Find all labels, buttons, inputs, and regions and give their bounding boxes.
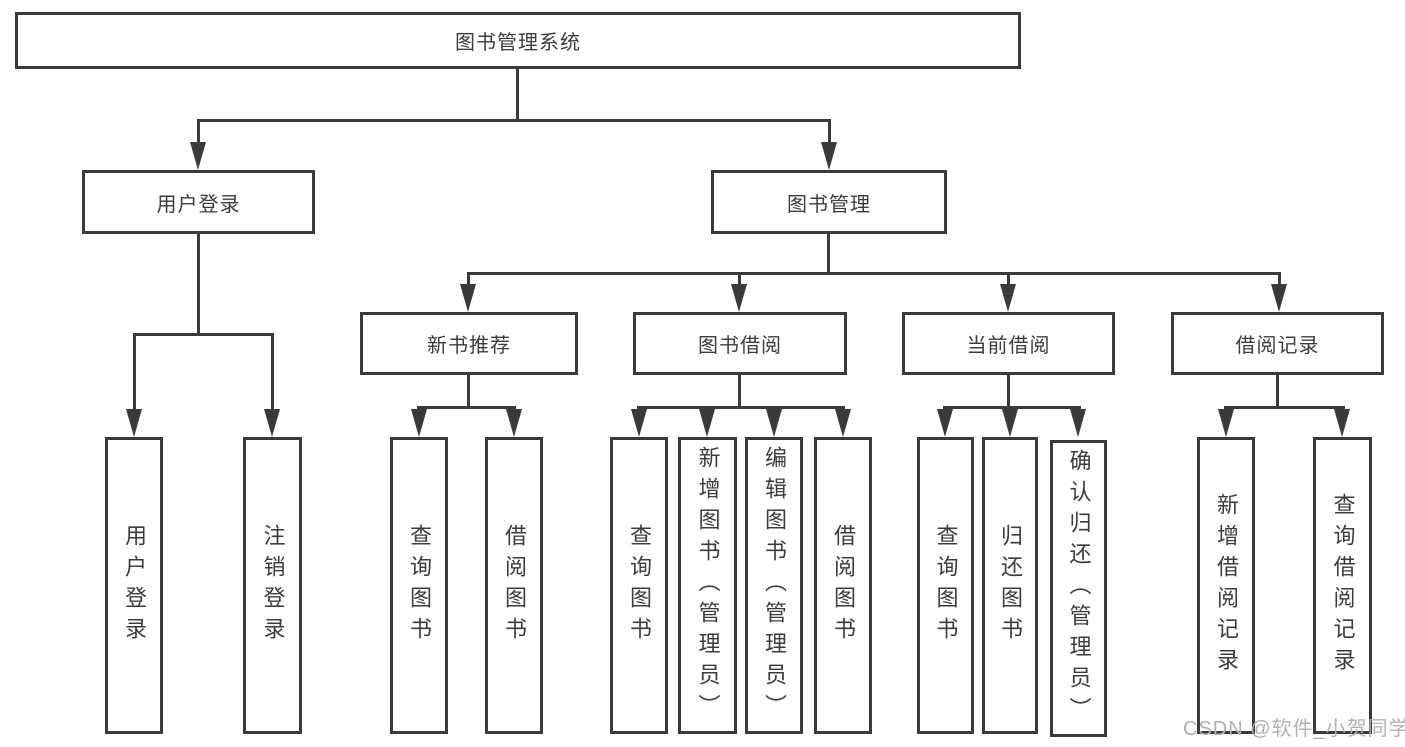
- connector-book-mgmt-horizontal: [467, 272, 1281, 275]
- leaf-label: 查询图书: [627, 523, 652, 648]
- node-label: 图书借阅: [698, 335, 782, 357]
- connector-vertical: [1276, 375, 1279, 408]
- leaf-label: 用户登录: [122, 523, 147, 648]
- leaf-label: 归还图书: [998, 523, 1023, 648]
- node-current-borrow: 当前借阅: [902, 312, 1115, 375]
- arrowhead: [766, 409, 782, 437]
- arrowhead: [1271, 284, 1287, 312]
- arrowhead: [937, 409, 953, 437]
- leaf-query-books-current: 查询图书: [917, 437, 974, 734]
- leaf-borrow-books-recommend: 借阅图书: [485, 437, 543, 734]
- connector-stub: [467, 272, 470, 288]
- leaf-logout: 注销登录: [243, 437, 302, 734]
- connector-root-vertical: [516, 68, 519, 121]
- node-new-book-recommend: 新书推荐: [360, 312, 578, 375]
- connector-horizontal: [943, 406, 1081, 409]
- node-label: 图书管理: [787, 193, 871, 216]
- leaf-return-book: 归还图书: [982, 437, 1038, 734]
- node-label: 借阅记录: [1235, 335, 1320, 357]
- node-label: 当前借阅: [966, 335, 1051, 357]
- arrowhead: [1334, 409, 1350, 437]
- leaf-label: 注销登录: [260, 523, 286, 648]
- arrowhead: [126, 409, 142, 437]
- connector-root-horizontal: [197, 119, 831, 122]
- connector-stub: [738, 272, 741, 288]
- arrowhead: [411, 409, 427, 437]
- connector-stub: [828, 119, 831, 146]
- node-root-library-system: 图书管理系统: [15, 12, 1021, 69]
- leaf-user-login: 用户登录: [105, 437, 163, 734]
- leaf-edit-book-admin: 编辑图书（管理员）: [745, 437, 803, 734]
- arrowhead: [699, 409, 715, 437]
- leaf-label: 确认归还（管理员）: [1066, 449, 1092, 728]
- leaf-borrow-book: 借阅图书: [814, 437, 872, 734]
- leaf-label: 查询图书: [407, 523, 432, 648]
- arrowhead: [190, 142, 206, 170]
- leaf-label: 查询借阅记录: [1330, 492, 1356, 679]
- leaf-label: 新增图书（管理员）: [695, 446, 721, 725]
- node-label: 用户登录: [156, 193, 241, 216]
- arrowhead: [506, 409, 522, 437]
- node-book-borrow: 图书借阅: [633, 312, 847, 375]
- node-user-login: 用户登录: [82, 170, 315, 234]
- arrowhead: [821, 142, 837, 170]
- arrowhead: [731, 284, 747, 312]
- arrowhead: [835, 409, 851, 437]
- connector-vertical: [1007, 375, 1010, 408]
- node-book-management: 图书管理: [711, 170, 947, 234]
- node-label: 新书推荐: [427, 335, 511, 357]
- arrowhead: [1002, 409, 1018, 437]
- connector-horizontal: [417, 406, 516, 409]
- connector-user-login-horizontal: [133, 333, 274, 336]
- leaf-add-book-admin: 新增图书（管理员）: [678, 437, 737, 734]
- leaf-query-books-recommend: 查询图书: [390, 437, 448, 734]
- connector-stub: [1007, 272, 1010, 288]
- connector-stub: [133, 333, 136, 413]
- arrowhead: [1070, 409, 1086, 437]
- leaf-query-books-borrow: 查询图书: [610, 437, 668, 734]
- leaf-label: 借阅图书: [831, 523, 856, 648]
- leaf-label: 新增借阅记录: [1214, 492, 1239, 679]
- node-label: 图书管理系统: [455, 32, 581, 54]
- arrowhead: [264, 409, 280, 437]
- connector-stub: [197, 119, 200, 146]
- connector-user-login-vertical: [197, 233, 200, 336]
- connector-stub: [1278, 272, 1281, 288]
- connector-vertical: [738, 375, 741, 408]
- connector-stub: [271, 333, 274, 413]
- leaf-query-borrow-record: 查询借阅记录: [1313, 437, 1372, 734]
- leaf-label: 编辑图书（管理员）: [762, 446, 787, 725]
- leaf-add-borrow-record: 新增借阅记录: [1197, 437, 1255, 734]
- arrowhead: [631, 409, 647, 437]
- csdn-watermark: CSDN @软件_小贺同学: [1183, 718, 1405, 740]
- leaf-confirm-return-admin: 确认归还（管理员）: [1050, 440, 1107, 737]
- node-borrow-records: 借阅记录: [1171, 312, 1384, 375]
- leaf-label: 查询图书: [933, 523, 959, 648]
- arrowhead: [1218, 409, 1234, 437]
- leaf-label: 借阅图书: [502, 523, 527, 648]
- connector-book-mgmt-vertical: [827, 233, 830, 275]
- arrowhead: [460, 284, 476, 312]
- connector-vertical: [467, 375, 470, 408]
- connector-horizontal: [637, 406, 845, 409]
- arrowhead: [1000, 284, 1016, 312]
- connector-horizontal: [1224, 406, 1345, 409]
